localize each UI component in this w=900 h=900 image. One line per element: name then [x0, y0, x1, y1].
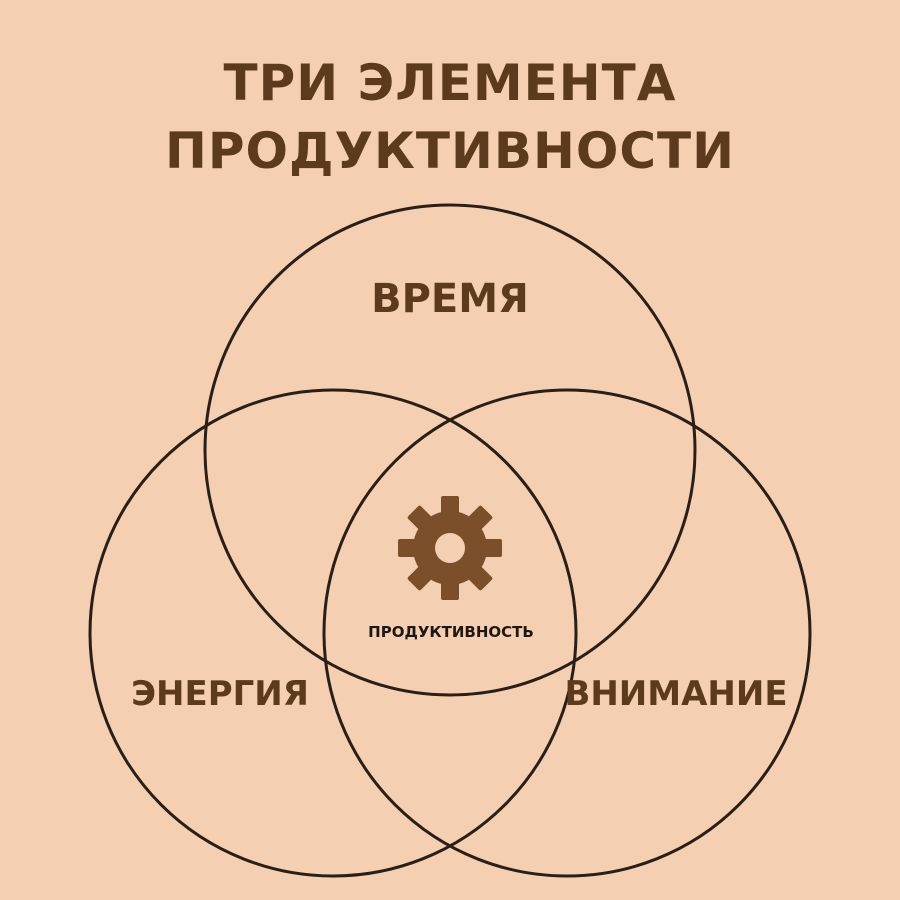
label-attention: ВНИМАНИЕ	[564, 674, 787, 714]
circle-attention	[322, 388, 812, 878]
circle-energy	[88, 388, 578, 878]
label-productivity: ПРОДУКТИВНОСТЬ	[368, 623, 534, 641]
title-line-1: ТРИ ЭЛЕМЕНТА	[223, 54, 677, 112]
label-time: ВРЕМЯ	[371, 276, 529, 322]
title-line-2: ПРОДУКТИВНОСТИ	[164, 122, 735, 180]
gear-icon	[398, 496, 502, 600]
circle-time	[203, 203, 697, 697]
label-energy: ЭНЕРГИЯ	[131, 674, 309, 714]
